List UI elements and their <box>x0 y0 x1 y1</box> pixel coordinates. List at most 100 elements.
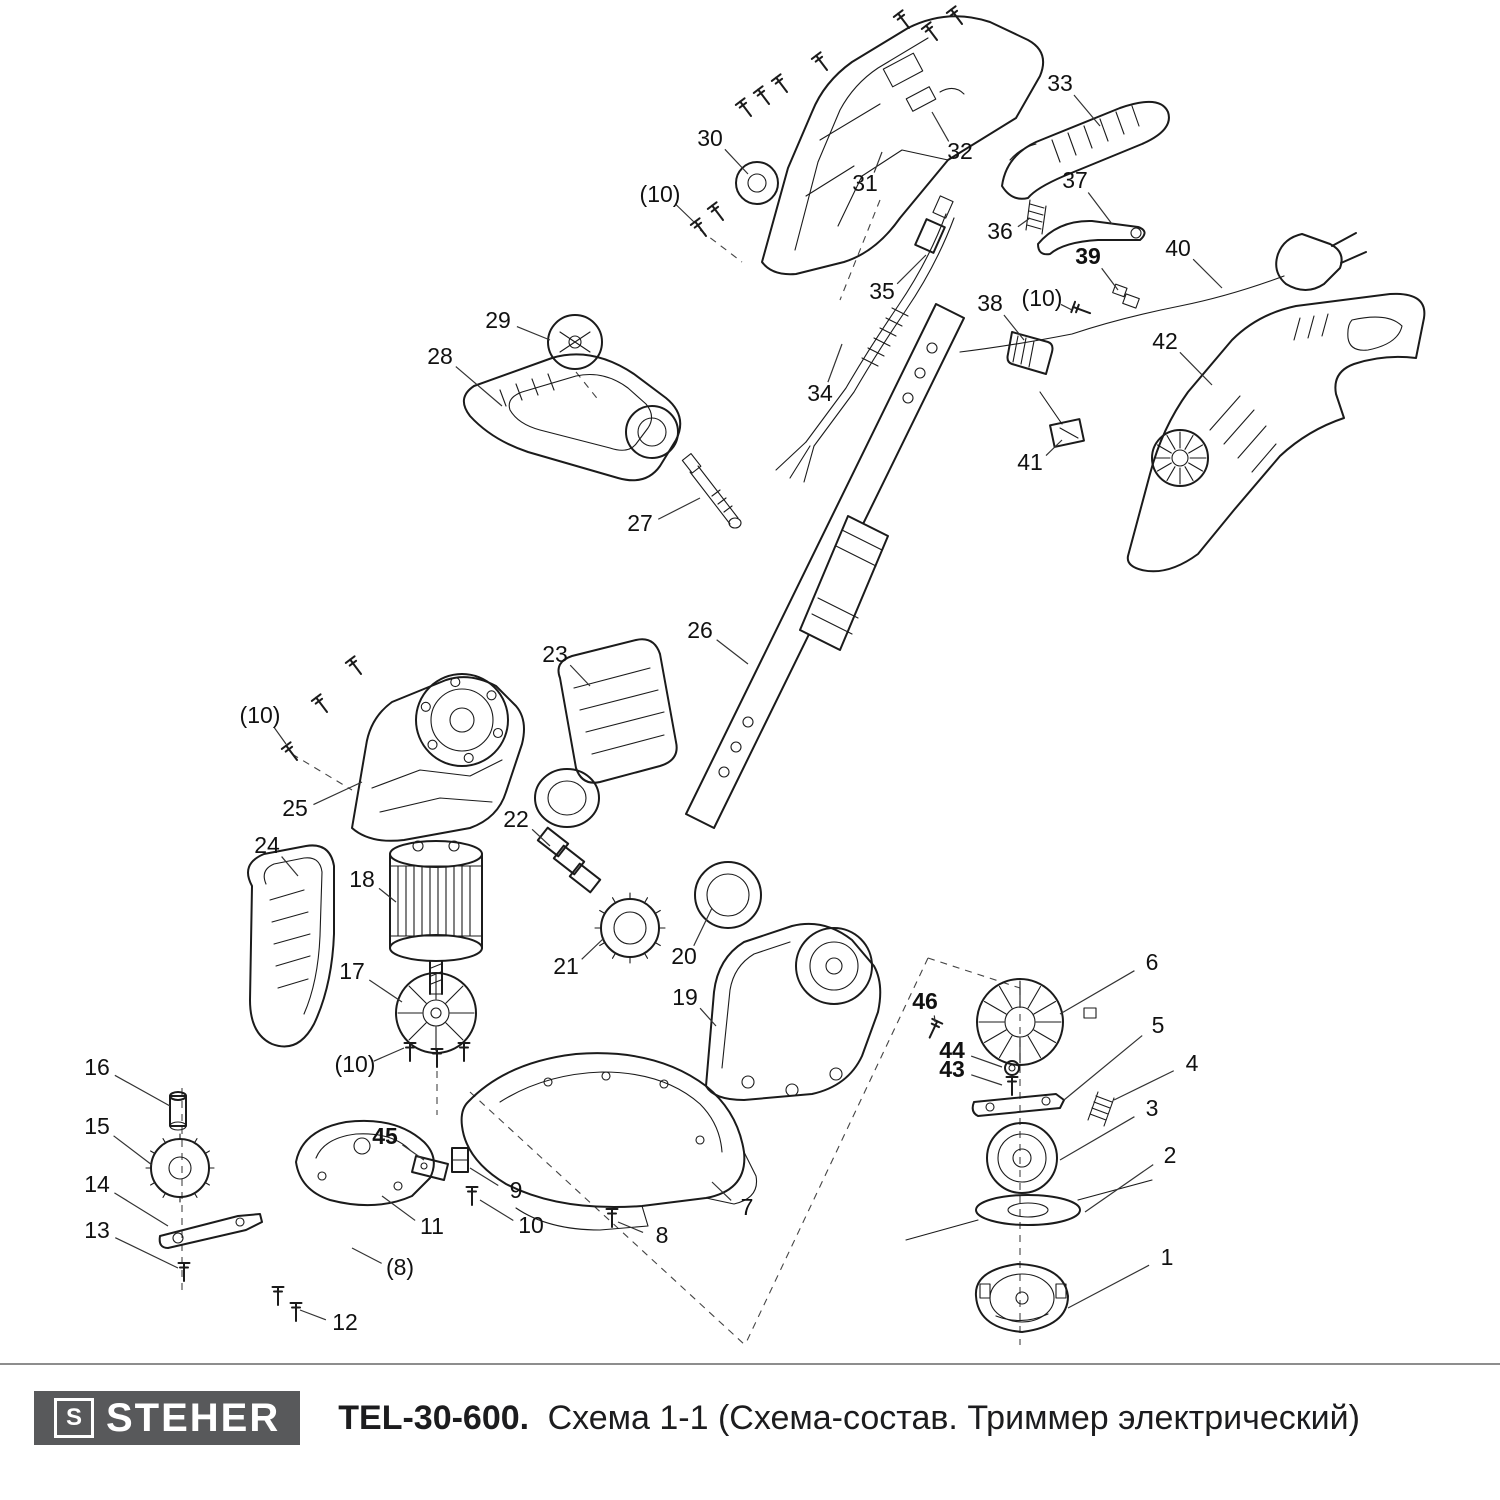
callout-label: 8 <box>656 1222 669 1248</box>
callout-label: 6 <box>1146 949 1159 975</box>
part-clamp-nut <box>594 892 666 964</box>
part-spool <box>986 1122 1058 1194</box>
callout-label: 17 <box>339 958 365 984</box>
callout-label: 12 <box>332 1309 358 1335</box>
callout-leader <box>693 907 713 947</box>
part-lower-deck <box>705 922 882 1101</box>
callout-leader <box>381 1195 416 1221</box>
callout-label: 20 <box>671 943 697 969</box>
callout-leader <box>970 1055 1003 1068</box>
callout-label: 25 <box>282 795 308 821</box>
callout-label: (10) <box>640 181 681 207</box>
callout-leader <box>1192 258 1223 289</box>
callout-leader <box>281 856 299 877</box>
callout-label: 19 <box>672 984 698 1010</box>
callout-label: 16 <box>84 1054 110 1080</box>
steher-logo-text: STEHER <box>106 1396 281 1440</box>
callout-label: 44 <box>939 1037 965 1063</box>
callout-leader <box>896 254 927 285</box>
callout-label: 46 <box>912 988 938 1014</box>
callout-leader <box>114 1074 171 1107</box>
part-spool-cover <box>974 1263 1069 1333</box>
callout-leader <box>313 781 363 806</box>
callout-label: 38 <box>977 290 1003 316</box>
callout-label: 21 <box>553 953 579 979</box>
callout-label: 5 <box>1152 1012 1165 1038</box>
callout-leader <box>657 497 701 520</box>
callout-label: 3 <box>1146 1095 1159 1121</box>
callout-label: 28 <box>427 343 453 369</box>
part-switch-cable <box>775 195 955 483</box>
part-trimmer-line-disc <box>905 1179 1153 1241</box>
part-impeller-fan <box>976 978 1097 1066</box>
callout-leader <box>1179 351 1213 386</box>
part-handle-bolt <box>681 453 742 529</box>
callout-label: 43 <box>939 1056 965 1082</box>
callout-layer: 1234567891011121314151617181920212223242… <box>84 70 1223 1335</box>
callout-label: 9 <box>510 1177 523 1203</box>
part-terminal-block <box>451 1147 469 1173</box>
callout-label: 42 <box>1152 328 1178 354</box>
callout-leader <box>1059 970 1135 1015</box>
callout-leader <box>1084 1164 1154 1213</box>
callout-label: 35 <box>869 278 895 304</box>
part-fan <box>395 972 477 1054</box>
callout-label: 13 <box>84 1217 110 1243</box>
exploded-diagram: 1234567891011121314151617181920212223242… <box>84 5 1426 1346</box>
callout-leader <box>479 1199 514 1221</box>
part-guard <box>460 1052 758 1231</box>
callout-label: (10) <box>335 1051 376 1077</box>
callout-leader <box>1059 1116 1135 1161</box>
callout-label: 36 <box>987 218 1013 244</box>
callout-label: 7 <box>741 1194 754 1220</box>
callout-label: 2 <box>1164 1142 1177 1168</box>
part-cable-clamp <box>1039 391 1085 448</box>
part-bracket <box>158 1213 263 1249</box>
part-adjuster-wheel <box>145 1133 215 1203</box>
callout-leader <box>351 1247 382 1264</box>
callout-leader <box>724 148 749 175</box>
callout-label: 31 <box>852 170 878 196</box>
part-strain-relief <box>1006 331 1054 375</box>
part-shaft-grip <box>534 638 678 828</box>
callout-label: 24 <box>254 832 280 858</box>
callout-leader <box>1087 192 1113 225</box>
part-side-cover <box>247 844 335 1048</box>
callout-leader <box>1060 303 1073 311</box>
callout-label: 34 <box>807 380 833 406</box>
callout-leader <box>617 1221 644 1234</box>
diagram-caption: TEL-30-600. Схема 1-1 (Схема-состав. Три… <box>338 1399 1360 1438</box>
callout-leader <box>716 639 749 665</box>
part-coupling <box>536 826 602 894</box>
callout-label: 18 <box>349 866 375 892</box>
callout-label: 27 <box>627 510 653 536</box>
callout-leader <box>873 151 883 173</box>
part-gear-housing <box>351 673 525 842</box>
callout-label: 4 <box>1186 1050 1199 1076</box>
callout-label: 29 <box>485 307 511 333</box>
callout-label: 23 <box>542 641 568 667</box>
footer-divider <box>0 1363 1500 1365</box>
callout-leader <box>368 979 403 1003</box>
part-ring <box>694 861 762 929</box>
callout-label: 40 <box>1165 235 1191 261</box>
callout-leader <box>827 343 843 383</box>
callout-leader <box>1101 267 1119 291</box>
callout-leader <box>469 1167 499 1187</box>
part-telescopic-shaft <box>685 303 965 829</box>
callout-label: 26 <box>687 617 713 643</box>
callout-leader <box>699 1007 717 1027</box>
part-lock-lever <box>971 1093 1065 1117</box>
callout-label: 11 <box>420 1213 444 1239</box>
callout-leader <box>373 1047 405 1062</box>
part-auxiliary-handle <box>463 353 682 482</box>
steher-logo-mark: S <box>54 1398 94 1438</box>
part-lock-off-lever <box>1037 219 1146 256</box>
caption-text: Схема 1-1 (Схема-состав. Триммер электри… <box>547 1398 1360 1437</box>
callout-label: 41 <box>1017 449 1043 475</box>
callout-leader <box>1113 1070 1175 1101</box>
footer: S STEHER TEL-30-600. Схема 1-1 (Схема-со… <box>0 1363 1500 1500</box>
callout-leader <box>531 828 551 847</box>
callout-leader <box>402 1144 425 1161</box>
